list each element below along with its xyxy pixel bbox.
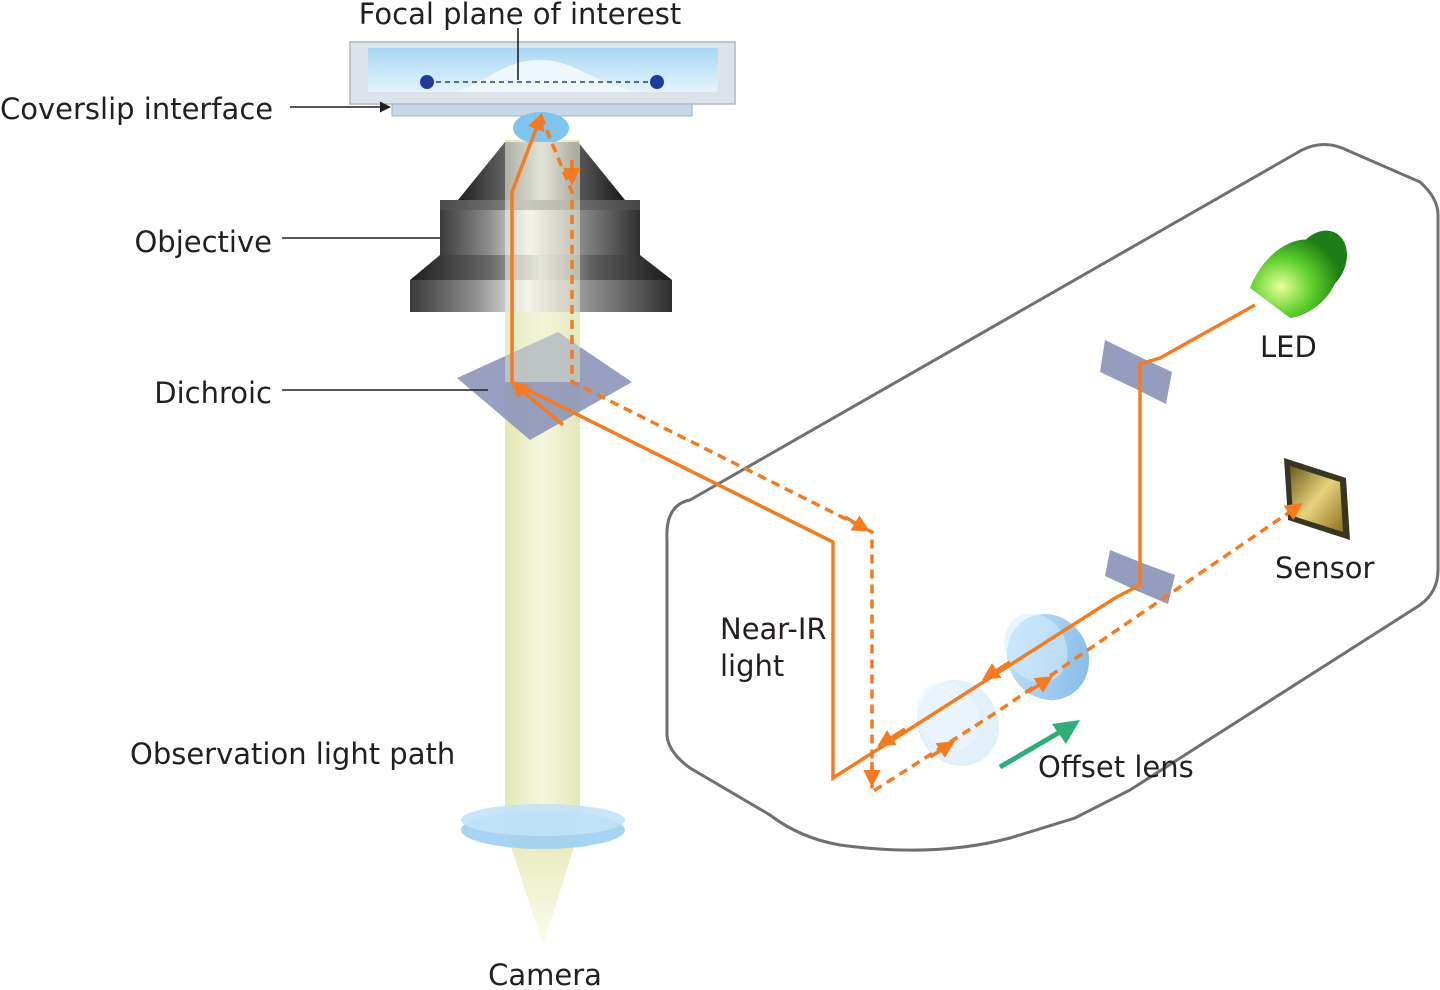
ir-arrow-low: [877, 727, 906, 747]
label-offset-lens: Offset lens: [1038, 750, 1194, 784]
label-focal-plane: Focal plane of interest: [359, 0, 681, 31]
focal-point-right: [650, 75, 664, 89]
tube-lens: [461, 804, 625, 849]
return-arrow-corner: [844, 515, 871, 532]
sample-holder: [349, 41, 736, 117]
sensor: [1284, 458, 1350, 540]
label-objective: Objective: [134, 225, 272, 259]
led: [1250, 230, 1347, 318]
label-near-ir-line2: light: [720, 649, 784, 683]
camera-cone: [505, 828, 580, 945]
label-led: LED: [1260, 330, 1317, 364]
label-near-ir-line1: Near-IR: [720, 612, 827, 646]
focal-point-left: [420, 75, 434, 89]
label-sensor: Sensor: [1275, 551, 1374, 585]
autofocus-module-housing: [665, 143, 1440, 852]
ir-arrow-dichroic: [510, 380, 565, 427]
label-coverslip: Coverslip interface: [0, 92, 273, 126]
return-arrow-lens2: [1027, 676, 1053, 694]
ir-arrow-mid: [982, 660, 1011, 680]
label-observation-path: Observation light path: [130, 737, 455, 771]
near-ir-return-path: [539, 115, 1303, 796]
upper-fold-mirror: [1100, 340, 1172, 404]
label-camera: Camera: [488, 958, 602, 990]
objective: [410, 112, 672, 312]
offset-direction-arrow: [998, 720, 1080, 770]
beam-through-dichroic: [505, 312, 580, 382]
return-arrow-lens1: [929, 741, 955, 759]
label-dichroic: Dichroic: [154, 376, 272, 410]
dichroic-mirror: [457, 332, 632, 440]
near-ir-illumination-path: [510, 112, 1256, 782]
